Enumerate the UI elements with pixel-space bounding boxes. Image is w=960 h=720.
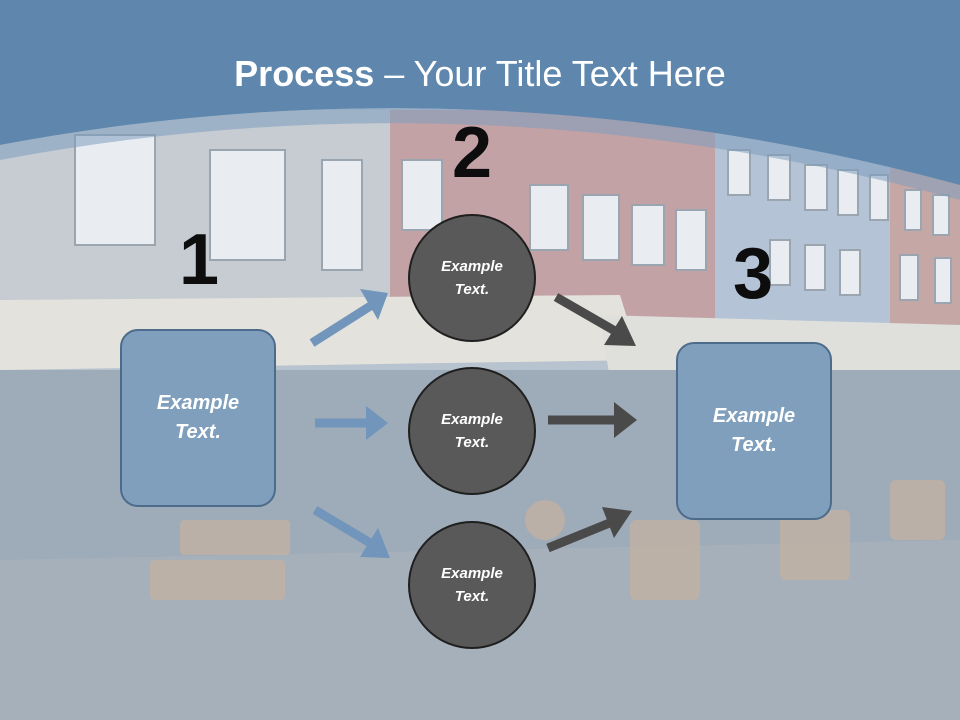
end-box-line2: Text. (731, 434, 777, 456)
title-rest: – Your Title Text Here (374, 53, 726, 94)
process-circle-2: Example Text. (408, 367, 536, 495)
end-box: Example Text. (676, 342, 832, 520)
circle-2-line1: Example (441, 411, 503, 428)
step-number-2: 2 (451, 113, 493, 193)
start-box-line1: Example (156, 392, 240, 414)
start-box: Example Text. (120, 329, 276, 507)
circle-1-line2: Text. (454, 281, 490, 298)
step-number-3: 3 (732, 234, 774, 314)
circle-1-line1: Example (441, 258, 503, 275)
title-bold: Process (234, 53, 375, 94)
process-circle-3: Example Text. (408, 521, 536, 649)
end-box-line1: Example (712, 405, 796, 427)
circle-3-line1: Example (441, 565, 503, 582)
circle-3-line2: Text. (454, 588, 490, 605)
circle-2-line2: Text. (454, 434, 490, 451)
start-box-line2: Text. (175, 421, 221, 443)
slide-title: Process – Your Title Text Here (0, 52, 960, 96)
step-number-1: 1 (178, 220, 220, 300)
process-circle-1: Example Text. (408, 214, 536, 342)
